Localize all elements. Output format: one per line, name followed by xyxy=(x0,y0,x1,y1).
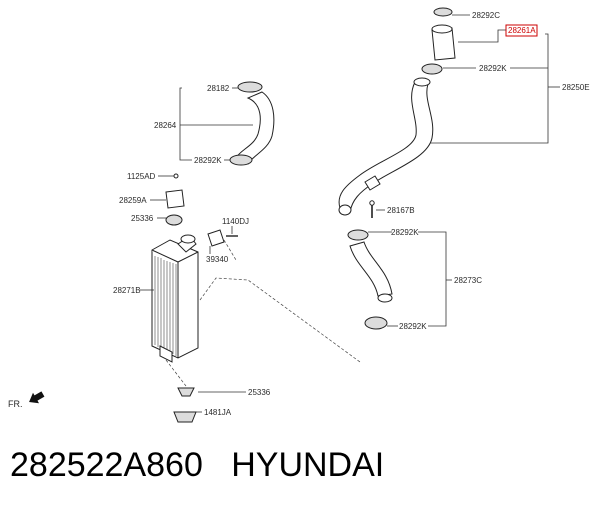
leader-28264 xyxy=(179,87,192,161)
label-1125ad: 1125AD xyxy=(127,172,156,181)
label-28167b: 28167B xyxy=(387,206,415,215)
clamp-28292k-top xyxy=(421,63,443,75)
bracket-28259a xyxy=(165,189,185,209)
dash-link-sensor xyxy=(223,239,237,261)
label-25336-top: 25336 xyxy=(131,214,154,223)
caption-line: 282522A860 HYUNDAI xyxy=(10,446,384,485)
leader-28261a xyxy=(458,29,506,43)
sensor-39340 xyxy=(207,229,225,247)
pipe-28250e-outlet xyxy=(338,204,352,216)
clamp-28292c xyxy=(433,7,453,17)
dash-link-mount xyxy=(165,359,187,387)
label-28259a: 28259A xyxy=(119,196,147,205)
pipe-28250e xyxy=(338,81,434,213)
label-28273c: 28273C xyxy=(454,276,482,285)
label-front: FR. xyxy=(8,399,23,409)
leader-28250e xyxy=(430,33,549,144)
pipe-bracket xyxy=(364,175,381,191)
leader-28273c xyxy=(418,231,447,327)
hose-28273c-end xyxy=(377,293,393,303)
bolt-1125ad xyxy=(173,173,179,179)
highlight-box xyxy=(505,24,538,37)
dash-link-hose xyxy=(199,277,361,363)
label-28264: 28264 xyxy=(154,121,177,130)
bolt-28167b-head xyxy=(369,200,375,206)
label-28292k-low: 28292K xyxy=(399,322,427,331)
clamp-28292k-left xyxy=(229,154,253,166)
diagram-canvas: 28292C 28261A 28292K 28250E 28182 28264 … xyxy=(8,7,590,423)
label-28292k-left: 28292K xyxy=(194,156,222,165)
label-28292k-top: 28292K xyxy=(479,64,507,73)
mount-1481ja xyxy=(173,411,197,423)
hose-28264 xyxy=(235,91,275,165)
intercooler-28271b xyxy=(151,234,199,363)
label-28271b: 28271B xyxy=(113,286,141,295)
front-arrow-icon xyxy=(29,391,45,404)
label-39340: 39340 xyxy=(206,255,229,264)
label-28292c-top: 28292C xyxy=(472,11,500,20)
clamp-28182 xyxy=(237,81,263,93)
brand-name: HYUNDAI xyxy=(231,446,385,484)
pipe-28250e-end xyxy=(413,77,431,87)
part-number: 282522A860 xyxy=(10,446,203,484)
hose-28273c xyxy=(349,241,393,297)
label-1140dj: 1140DJ xyxy=(222,217,249,226)
clamp-28292k-mid xyxy=(347,229,369,241)
label-25336-bot: 25336 xyxy=(248,388,271,397)
hose-28261a-top xyxy=(431,24,453,34)
label-28261a: 28261A xyxy=(508,26,536,35)
label-28292k-mid: 28292K xyxy=(391,228,419,237)
clamp-28292k-low xyxy=(364,316,388,330)
mount-25336-top xyxy=(165,214,183,226)
label-28182: 28182 xyxy=(207,84,230,93)
mount-25336-bot xyxy=(177,387,195,397)
label-28250e: 28250E xyxy=(562,83,590,92)
label-1481ja: 1481JA xyxy=(204,408,232,417)
